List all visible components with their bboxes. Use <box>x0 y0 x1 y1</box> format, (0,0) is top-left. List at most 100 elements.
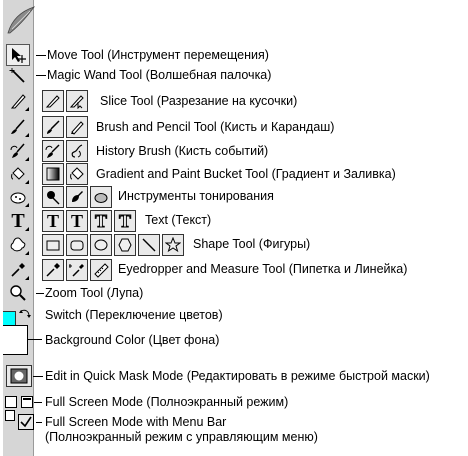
slice-select-icon <box>69 95 84 109</box>
burn-icon <box>72 191 83 202</box>
quick-mask-button[interactable] <box>6 365 32 387</box>
eyedropper-icon <box>11 263 25 277</box>
sponge-icon <box>10 192 26 204</box>
star-shape-icon <box>165 237 181 253</box>
connector-line <box>36 422 42 423</box>
custom-shape-icon <box>10 237 26 252</box>
move-tool-label: Move Tool (Инструмент перемещения) <box>47 48 269 62</box>
history-brush-tool[interactable] <box>6 140 30 162</box>
magnifier-icon <box>10 285 26 301</box>
text-tool-label: Text (Текст) <box>145 213 212 227</box>
brush-option-button[interactable] <box>42 116 64 138</box>
history-brush-icon <box>10 143 25 158</box>
quick-mask-label: Edit in Quick Mask Mode (Редактировать в… <box>45 369 430 383</box>
brush-tool[interactable] <box>6 116 30 138</box>
magic-wand-icon <box>9 68 25 83</box>
art-history-brush-icon <box>71 144 83 158</box>
line-shape-button[interactable] <box>138 234 160 256</box>
type-mask-icon: T <box>94 211 107 231</box>
vertical-type-mask-icon: T <box>118 211 131 231</box>
full-screen-menu-label: Full Screen Mode with Menu Bar <box>45 415 227 429</box>
sponge-icon <box>94 193 108 203</box>
history-brush-label: History Brush (Кисть событий) <box>96 144 269 158</box>
rectangle-shape-button[interactable] <box>42 234 64 256</box>
polygon-icon <box>118 238 132 252</box>
polygon-shape-button[interactable] <box>114 234 136 256</box>
paint-bucket-tool[interactable] <box>6 163 30 185</box>
art-history-brush-option-button[interactable] <box>66 140 88 162</box>
quick-mask-icon <box>10 368 28 384</box>
switch-colors-button[interactable] <box>18 307 32 321</box>
pencil-option-button[interactable] <box>66 116 88 138</box>
horizontal-type-mask-option-button[interactable]: T <box>90 210 112 232</box>
connector-line <box>28 339 42 340</box>
move-icon <box>12 48 26 63</box>
zoom-tool-label: Zoom Tool (Лупа) <box>45 286 144 300</box>
move-tool[interactable] <box>6 44 30 66</box>
gradient-bucket-label: Gradient and Paint Bucket Tool (Градиент… <box>96 167 396 181</box>
full-screen-menu-button[interactable] <box>5 410 15 421</box>
paint-bucket-option-button[interactable] <box>66 163 88 185</box>
vertical-type-option-button[interactable]: T <box>66 210 88 232</box>
slice-select-option-button[interactable] <box>66 90 88 112</box>
eyedropper-icon <box>46 263 60 277</box>
sponge-option-button[interactable] <box>90 186 112 208</box>
connector-line <box>34 402 42 403</box>
history-brush-icon <box>45 144 60 158</box>
slice-tool[interactable] <box>6 90 30 112</box>
vertical-type-icon: T <box>70 211 83 231</box>
eyedropper-option-button[interactable] <box>42 259 64 281</box>
slice-tool-label: Slice Tool (Разрезание на кусочки) <box>100 94 298 108</box>
brush-icon <box>11 119 25 134</box>
rectangle-icon <box>46 240 60 251</box>
window-icon <box>23 398 31 400</box>
ellipse-icon <box>94 239 108 251</box>
toning-tool[interactable] <box>6 186 30 208</box>
shape-tool[interactable] <box>6 234 30 256</box>
magic-wand-tool[interactable] <box>6 65 30 87</box>
slice-knife-icon <box>10 94 26 109</box>
dodge-option-button[interactable] <box>42 186 64 208</box>
history-brush-option-button[interactable] <box>42 140 64 162</box>
text-tool-icon: T <box>11 210 25 232</box>
magic-wand-label: Magic Wand Tool (Волшебная палочка) <box>47 68 272 82</box>
text-tool[interactable]: T <box>6 210 30 232</box>
vertical-type-mask-option-button[interactable]: T <box>114 210 136 232</box>
feather-logo[interactable] <box>6 3 36 37</box>
gradient-icon <box>46 167 60 181</box>
full-screen-alt-button[interactable] <box>21 396 33 408</box>
ellipse-shape-button[interactable] <box>90 234 112 256</box>
dodge-icon <box>47 191 60 205</box>
eyedropper-measure-label: Eyedropper and Measure Tool (Пипетка и Л… <box>118 262 408 276</box>
zoom-tool[interactable] <box>6 282 30 304</box>
connector-line <box>36 293 44 294</box>
color-sampler-icon <box>69 264 84 277</box>
eyedropper-tool[interactable] <box>6 259 30 281</box>
measure-option-button[interactable] <box>90 259 112 281</box>
full-screen-menu-label-ru: (Полноэкранный режим с управляющим меню) <box>45 430 318 444</box>
rounded-rectangle-shape-button[interactable] <box>66 234 88 256</box>
shape-tool-label: Shape Tool (Фигуры) <box>193 237 311 251</box>
burn-option-button[interactable] <box>66 186 88 208</box>
horizontal-type-option-button[interactable]: T <box>42 210 64 232</box>
ruler-icon <box>94 263 109 278</box>
background-color-swatch[interactable] <box>3 325 28 355</box>
connector-line <box>36 55 46 56</box>
horizontal-type-icon: T <box>46 211 59 231</box>
gradient-option-button[interactable] <box>42 163 64 185</box>
paint-bucket-icon <box>11 167 25 180</box>
full-screen-label: Full Screen Mode (Полноэкранный режим) <box>45 395 289 409</box>
background-color-label: Background Color (Цвет фона) <box>45 333 220 347</box>
pencil-icon <box>71 121 84 135</box>
custom-shape-button[interactable] <box>162 234 184 256</box>
switch-label: Switch (Переключение цветов) <box>45 308 223 322</box>
slice-option-button[interactable] <box>42 90 64 112</box>
full-screen-button[interactable] <box>5 396 17 408</box>
color-sampler-option-button[interactable] <box>66 259 88 281</box>
line-icon <box>142 238 156 252</box>
full-screen-menu-selected[interactable] <box>18 414 34 430</box>
slice-icon <box>45 95 60 108</box>
toning-label: Инструменты тонирования <box>118 189 274 203</box>
brush-pencil-label: Brush and Pencil Tool (Кисть и Карандаш) <box>96 120 335 134</box>
rounded-rectangle-icon <box>70 240 84 251</box>
